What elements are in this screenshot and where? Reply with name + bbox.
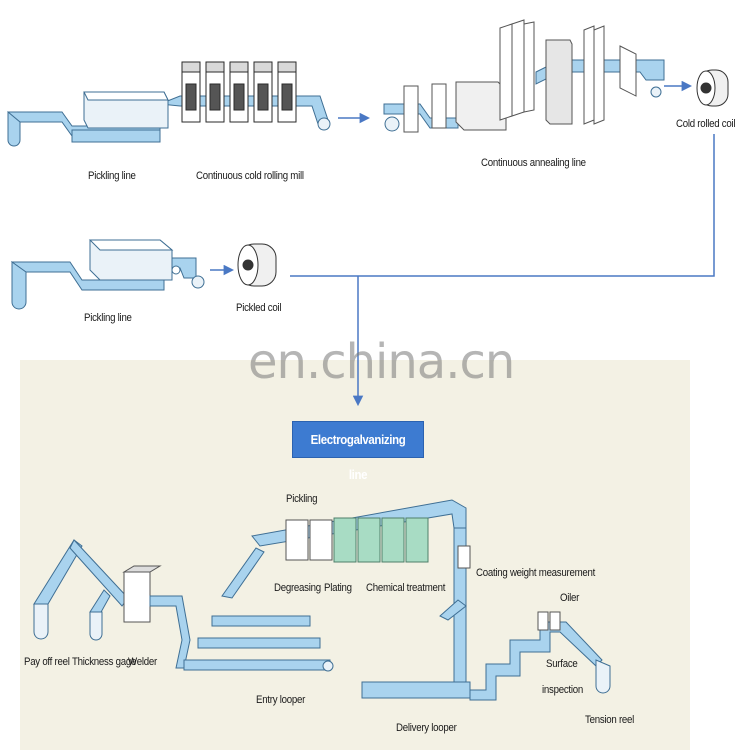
- label-chemical-treatment: Chemical treatment: [366, 582, 446, 594]
- label-plating: Plating: [324, 582, 352, 594]
- cold-rolling-mill-stands: [181, 61, 297, 123]
- label-annealing-line: Continuous annealing line: [481, 157, 586, 169]
- label-delivery-looper: Delivery looper: [396, 722, 457, 734]
- cold-rolled-coil-icon: [696, 69, 729, 107]
- label-inspection: inspection: [542, 684, 583, 696]
- mill-stand: [181, 61, 201, 123]
- label-middle-pickling-line: Pickling line: [84, 312, 132, 324]
- label-cold-rolled-coil: Cold rolled coil: [676, 118, 736, 130]
- watermark-text: en.china.cn: [248, 334, 515, 390]
- label-pickling: Pickling: [286, 493, 318, 505]
- label-tension-reel: Tension reel: [585, 714, 635, 726]
- label-pickled-coil: Pickled coil: [236, 302, 282, 314]
- electrogalvanizing-title: Electrogalvanizing line: [292, 421, 424, 482]
- label-degreasing: Degreasing: [274, 582, 321, 594]
- connector-line: [290, 134, 715, 277]
- label-welder: Welder: [128, 656, 157, 668]
- label-pay-off-reel: Pay off reel: [24, 656, 70, 668]
- mill-stand: [229, 61, 249, 123]
- label-cold-rolling-mill: Continuous cold rolling mill: [196, 170, 304, 182]
- label-entry-looper: Entry looper: [256, 694, 306, 706]
- electrogalvanizing-title-text: Electrogalvanizing line: [310, 432, 406, 482]
- label-top-pickling-line: Pickling line: [88, 170, 136, 182]
- label-oiler: Oiler: [560, 592, 580, 604]
- middle-pickling-line: [10, 239, 205, 310]
- label-surface: Surface: [546, 658, 578, 670]
- mill-stand: [277, 61, 297, 123]
- mill-stand: [253, 61, 273, 123]
- pickled-coil-icon: [237, 243, 277, 287]
- label-thickness-gage: Thickness gage: [72, 656, 137, 668]
- mill-stand: [205, 61, 225, 123]
- label-coating-weight: Coating weight measurement: [476, 567, 596, 579]
- annealing-line: [383, 19, 665, 133]
- electrogalvanizing-equipment: [33, 499, 611, 701]
